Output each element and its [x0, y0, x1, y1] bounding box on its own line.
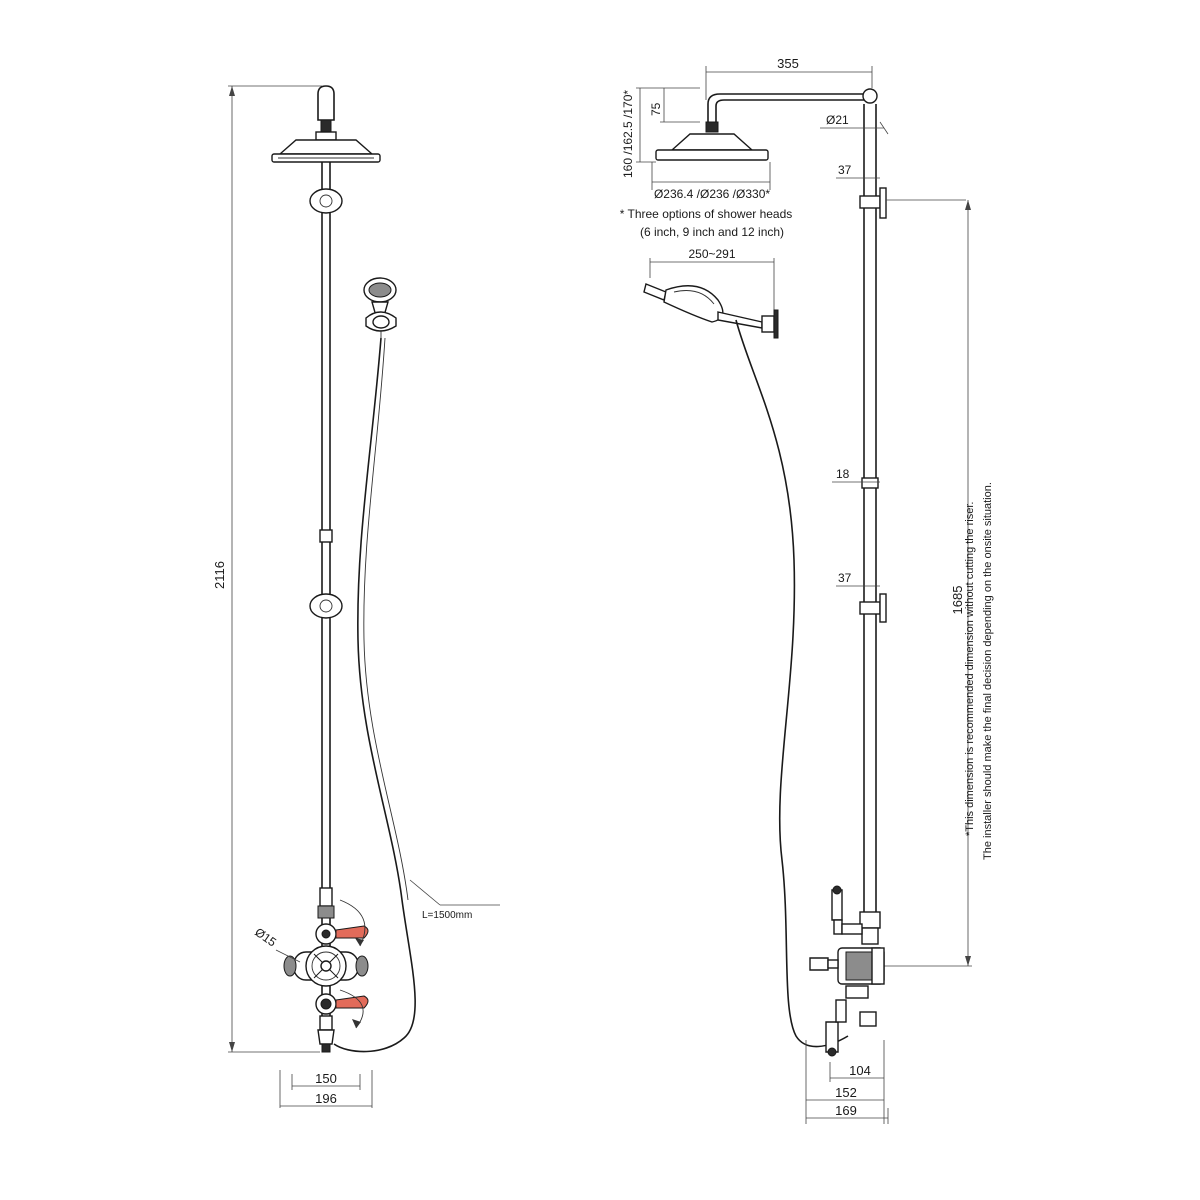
side-valve — [809, 885, 885, 1057]
side-overhead-head — [655, 93, 866, 161]
depth-b-label: 152 — [835, 1085, 857, 1100]
side-handset — [643, 283, 779, 339]
head-height-dimensions: 160 /162.5 /170* 75 — [621, 87, 700, 178]
bracket-depth-lower-label: 37 — [838, 571, 852, 585]
install-note-line2: The installer should make the final deci… — [982, 482, 994, 860]
riser-tube-label: 18 — [836, 467, 850, 481]
front-height-label: 2116 — [212, 561, 227, 589]
riser-tube-dimension: 18 — [832, 467, 880, 483]
front-valve: Ø15 — [252, 887, 369, 1053]
recommended-height-label: 1685 — [950, 586, 965, 615]
riser-diameter-label: Ø21 — [826, 113, 849, 127]
depth-c-label: 169 — [835, 1103, 857, 1118]
head-diameter-callout: Ø236.4 /Ø236 /Ø330* * Three options of s… — [620, 162, 793, 239]
recommended-height-dimension: 1685 *This dimension is recommended dime… — [880, 200, 994, 967]
front-width-dimensions: 150 196 — [279, 1070, 373, 1108]
front-handset — [363, 277, 397, 338]
arm-projection-dimension: 355 — [705, 56, 873, 100]
head-diameters-label: Ø236.4 /Ø236 /Ø330* — [654, 187, 770, 201]
front-diameter-label: Ø15 — [252, 925, 279, 950]
overall-width-label: 196 — [315, 1091, 337, 1106]
inlet-centres-label: 150 — [315, 1071, 337, 1086]
arm-drop-label: 75 — [649, 102, 663, 116]
side-bracket-lower: 37 — [836, 571, 887, 623]
overhead-shower-head — [271, 85, 381, 163]
side-hose — [735, 319, 849, 1048]
handset-reach-dimension: 250~291 — [649, 247, 775, 312]
bracket-depth-top-label: 37 — [838, 163, 852, 177]
install-note-line1: *This dimension is recommended dimension… — [964, 502, 976, 836]
handset-reach-label: 250~291 — [688, 247, 735, 261]
side-depth-dimensions: 104 152 169 — [805, 1040, 889, 1124]
heads-note-line2: (6 inch, 9 inch and 12 inch) — [640, 225, 784, 239]
side-bracket-upper: 37 — [836, 163, 966, 219]
arm-projection-label: 355 — [777, 56, 799, 71]
front-hose — [333, 337, 416, 1053]
front-view: 2116 — [212, 85, 500, 1108]
front-wall-bracket-lower — [309, 593, 343, 619]
front-diameter-callout: Ø15 — [252, 925, 301, 963]
depth-a-label: 104 — [849, 1063, 871, 1078]
side-riser: Ø21 — [820, 88, 889, 920]
hose-length-label: L=1500mm — [422, 910, 472, 921]
front-wall-bracket-upper — [309, 188, 343, 214]
heads-note-line1: * Three options of shower heads — [620, 207, 793, 221]
head-heights-label: 160 /162.5 /170* — [621, 90, 635, 178]
front-hose-inner — [363, 337, 409, 901]
front-height-dimension: 2116 — [212, 85, 322, 1053]
side-view: 355 160 /162.5 /170* 75 Ø236.4 /Ø236 /Ø3… — [620, 56, 994, 1124]
hose-length-callout: L=1500mm — [409, 879, 500, 921]
